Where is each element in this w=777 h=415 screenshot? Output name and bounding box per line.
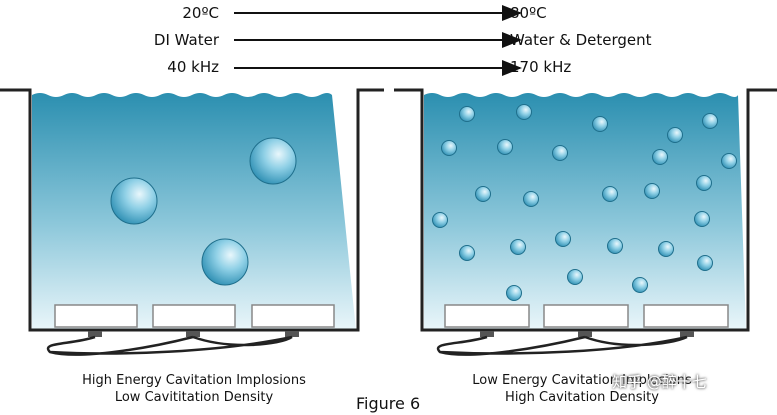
right-caption-line-1: Low Energy Cavitation Implosions bbox=[472, 373, 692, 388]
right-temperature-label: 80ºC bbox=[510, 4, 547, 22]
left-transducer-2 bbox=[152, 304, 236, 328]
right-frequency-label: 170 kHz bbox=[510, 58, 572, 76]
right-transducer-3 bbox=[643, 304, 729, 328]
left-cable bbox=[46, 335, 293, 356]
right-tank-wall bbox=[394, 88, 777, 332]
right-water bbox=[424, 93, 746, 330]
right-transducer-2 bbox=[543, 304, 629, 328]
right-connectors bbox=[480, 331, 694, 337]
left-temperature-label: 20ºC bbox=[182, 4, 219, 22]
watermark: 知乎 @醉十七 bbox=[612, 373, 707, 391]
left-caption-line-1: High Energy Cavitation Implosions bbox=[82, 373, 306, 388]
left-transducer-3 bbox=[251, 304, 335, 328]
condition-arrows bbox=[234, 5, 522, 76]
left-caption: High Energy Cavitation Implosions Low Ca… bbox=[44, 372, 344, 406]
figure-label: Figure 6 bbox=[356, 394, 421, 413]
left-tank-wall bbox=[0, 88, 384, 332]
left-transducer-1 bbox=[54, 304, 138, 328]
left-caption-line-2: Low Cavititation Density bbox=[114, 390, 274, 405]
left-frequency-label: 40 kHz bbox=[167, 58, 219, 76]
right-transducer-1 bbox=[444, 304, 530, 328]
right-tank bbox=[394, 88, 777, 356]
left-liquid-label: DI Water bbox=[153, 31, 219, 49]
left-tank bbox=[0, 88, 384, 356]
left-water bbox=[32, 93, 356, 330]
right-caption-line-2: High Cavitation Density bbox=[505, 390, 659, 405]
right-liquid-label: Water & Detergent bbox=[510, 31, 652, 49]
left-connectors bbox=[88, 331, 299, 337]
right-caption: Low Energy Cavitation Implosions High Ca… bbox=[432, 372, 732, 406]
right-cable bbox=[436, 335, 688, 356]
left-bubbles bbox=[110, 137, 297, 286]
right-bubbles bbox=[432, 104, 737, 301]
